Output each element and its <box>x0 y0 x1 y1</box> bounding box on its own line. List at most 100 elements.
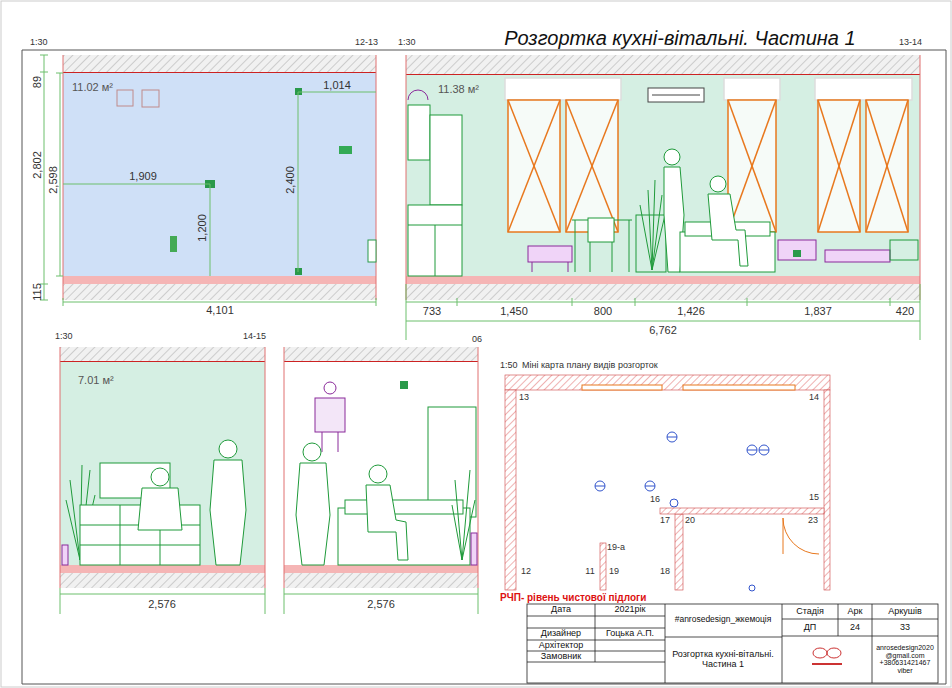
furniture-13-14-part <box>408 90 428 100</box>
furniture-13-14-part <box>590 242 591 272</box>
elevation-13-14-part <box>406 284 920 300</box>
furniture-13-14-part <box>708 194 748 266</box>
elevation-12-13-part <box>63 55 64 300</box>
sheet-title: Розгортка кухні-вітальні. Частина 1 <box>500 27 859 49</box>
mini-plan-map-part <box>824 390 830 590</box>
elevation-06-part <box>284 565 478 573</box>
furniture-13-14-part <box>629 220 630 272</box>
scale-label: 1:30 <box>398 38 416 48</box>
dimension-lines <box>284 588 478 614</box>
elevation-12-13-part <box>368 240 376 262</box>
area-label: 11.02 м² <box>72 81 113 93</box>
point-number: 13 <box>519 393 529 403</box>
elevation-06-part <box>478 347 479 588</box>
view-mark: 13-14 <box>899 38 922 48</box>
view-mark: 14-15 <box>243 332 266 342</box>
elevation-14-15 <box>60 347 265 588</box>
point-number: 19-а <box>607 543 625 553</box>
point-number: 15 <box>809 493 819 503</box>
elevation-12-13-part <box>63 276 376 284</box>
table-cell: 24 <box>850 623 860 633</box>
dimension-lines-part <box>457 298 458 306</box>
dimension-lines-part <box>56 73 63 74</box>
elevation-06-part <box>284 361 478 362</box>
scale-label: 1:30 <box>30 38 48 48</box>
furniture-13-14-part <box>588 218 614 242</box>
dimension-lines-part <box>40 72 48 73</box>
window-frames-part <box>818 100 860 232</box>
furniture-13-14-part <box>528 246 572 262</box>
scale-label: 1:30 <box>55 332 73 342</box>
dimension: 89 <box>31 76 43 88</box>
dimension-lines-part <box>60 73 61 276</box>
elevation-12-13-part <box>170 236 177 252</box>
window-frames-part <box>508 100 560 232</box>
area-label: 7.01 м² <box>78 374 114 386</box>
wall-area-panel: 7.01 м² <box>60 362 265 565</box>
dimension-lines-part <box>406 284 407 340</box>
window-frames-part <box>508 100 560 232</box>
elevation-14-15-part <box>60 347 265 361</box>
dimension: 4,101 <box>206 304 234 316</box>
mini-plan-map-part <box>582 385 662 390</box>
furniture-06 <box>296 381 477 565</box>
dimension-lines-part <box>63 184 210 185</box>
dimension: 1,426 <box>677 305 705 317</box>
elevation-06-part <box>284 347 478 361</box>
furniture-13-14-part <box>568 262 569 272</box>
furniture-06-part <box>322 432 323 452</box>
dimension-lines-part <box>572 298 573 306</box>
sheet-frame-part <box>22 50 23 684</box>
table-cell: 2021рік <box>615 605 646 615</box>
dimension: 115 <box>31 283 43 301</box>
wall-area-panel: 11.38 м² <box>406 75 920 276</box>
dimension-lines-part <box>265 588 266 614</box>
dimension-lines-part <box>890 298 891 306</box>
dimension: 2,598 <box>47 166 59 194</box>
dimension-lines-part <box>406 321 920 322</box>
point-number: 12 <box>521 567 531 577</box>
map-heading: Міні карта плану видів розгорток <box>522 361 658 371</box>
ceiling-lamps-part <box>759 445 769 455</box>
dimension-lines <box>40 55 376 306</box>
dimension-lines <box>60 588 265 614</box>
dimension-lines <box>406 284 920 340</box>
table-cell: Дата <box>551 605 571 615</box>
elevation-14-15-part <box>60 565 265 573</box>
dimension-lines-part <box>284 588 285 614</box>
furniture-13-14-part <box>636 215 666 272</box>
dimension: 1,200 <box>196 214 208 242</box>
window-frames-part <box>505 78 621 100</box>
ceiling-lamps-part <box>747 445 757 455</box>
title-block-part <box>595 604 596 662</box>
elevation-06-part <box>284 347 285 588</box>
mini-plan-map <box>505 375 830 590</box>
furniture-06-part <box>315 398 345 432</box>
logo <box>812 648 842 664</box>
title-block <box>527 604 938 683</box>
furniture-06-part <box>324 382 336 394</box>
dimension: 800 <box>594 305 612 317</box>
window-frames-part <box>566 100 618 232</box>
furniture-13-14-part <box>890 240 918 260</box>
dimension: 2,802 <box>31 151 43 179</box>
window-frames-part <box>566 100 618 232</box>
furniture-13-14-part <box>408 105 430 160</box>
point-number: 11 <box>585 567 594 577</box>
table-cell: Архітектор <box>539 641 584 651</box>
table-cell: Розгортка кухні-вітальні. Частина 1 <box>668 650 778 670</box>
elevation-12-13-part <box>63 73 376 276</box>
dimension: 1,014 <box>323 79 351 91</box>
title-block-part <box>838 604 839 636</box>
furniture-14-15-part <box>219 440 237 458</box>
elevation-12-13-part <box>63 284 376 300</box>
title-block-part <box>782 619 938 620</box>
point-number: 20 <box>685 516 695 526</box>
dimension-lines-part <box>298 92 299 272</box>
furniture-13-14-part <box>825 250 890 262</box>
window-frames-part <box>566 100 618 232</box>
dimension-lines-part <box>60 588 61 614</box>
furniture-06-part <box>338 432 339 452</box>
furniture-13-14-part <box>652 95 700 96</box>
dimension-lines-part <box>478 588 479 614</box>
